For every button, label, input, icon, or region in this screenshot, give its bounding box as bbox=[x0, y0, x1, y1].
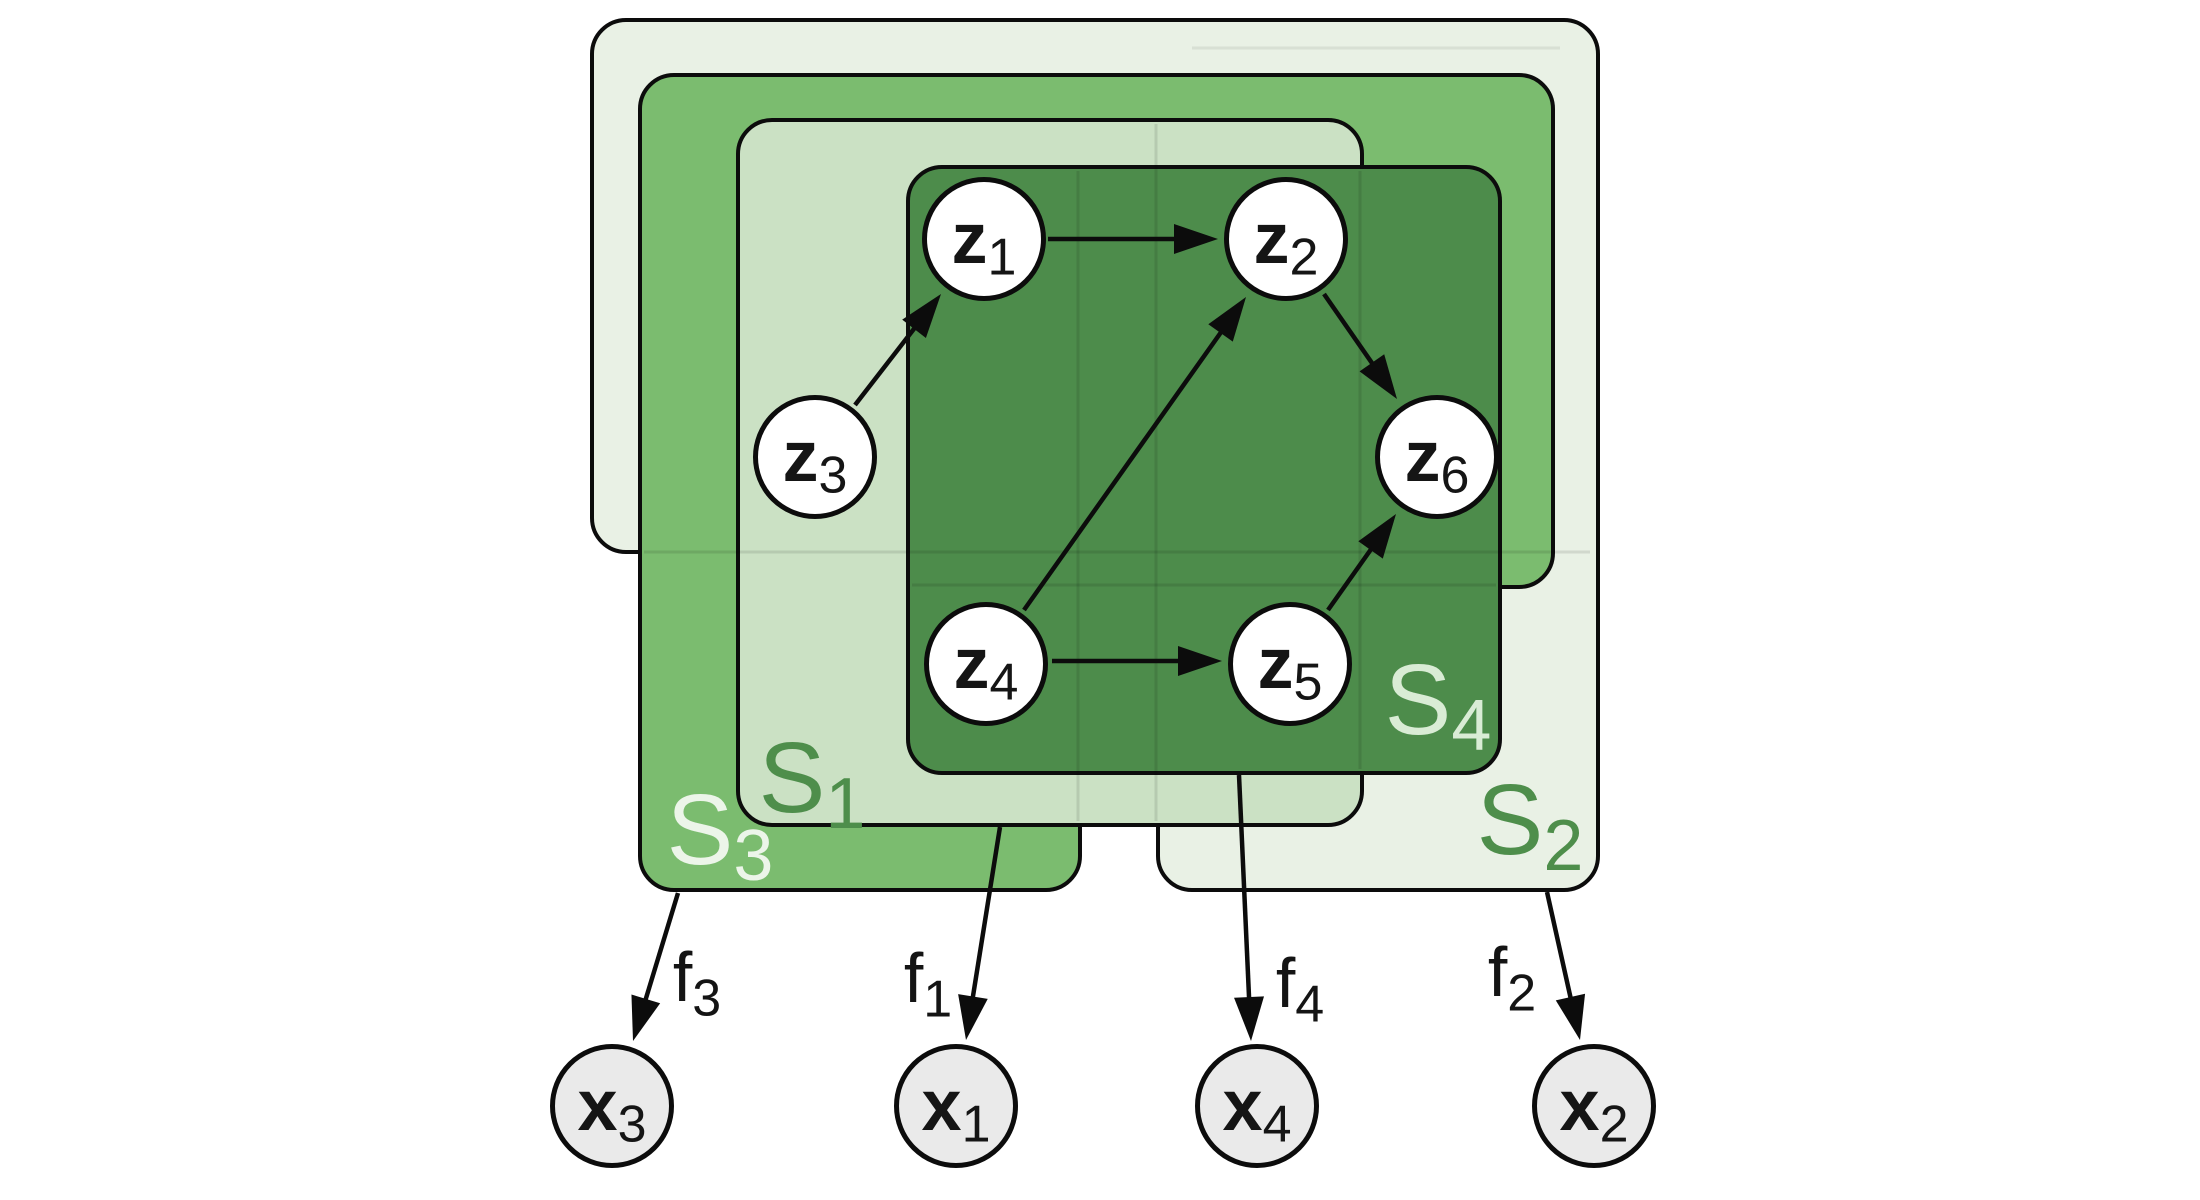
label-subscript: 3 bbox=[692, 969, 722, 1028]
node-label-z1: z1 bbox=[952, 203, 1017, 283]
edge-S1-x1 bbox=[958, 826, 1003, 1040]
edge-z1-z2 bbox=[1048, 224, 1218, 254]
edge-z4-z2 bbox=[1022, 297, 1246, 612]
node-label-z4: z4 bbox=[954, 628, 1019, 708]
edge-z5-z6 bbox=[1326, 514, 1396, 612]
decoder-label-f3: f3 bbox=[673, 942, 721, 1025]
support-region-S4 bbox=[906, 165, 1502, 775]
latent-node-z2: z2 bbox=[1224, 177, 1348, 301]
arrowhead-icon bbox=[1234, 996, 1265, 1041]
label-letter: S bbox=[1384, 644, 1452, 756]
label-subscript: 3 bbox=[733, 815, 774, 896]
node-letter: x bbox=[577, 1066, 618, 1146]
label-letter: f bbox=[903, 939, 924, 1017]
latent-node-z6: z6 bbox=[1375, 395, 1499, 519]
arrowhead-icon bbox=[1208, 297, 1246, 342]
node-label-x2: x2 bbox=[1560, 1070, 1629, 1150]
node-letter: z bbox=[782, 417, 819, 497]
arrowhead-icon bbox=[958, 994, 988, 1040]
support-set-label-S1: S1 bbox=[759, 728, 866, 840]
label-letter: S bbox=[1476, 764, 1544, 876]
node-label-z6: z6 bbox=[1405, 421, 1470, 501]
edge-z2-z6 bbox=[1322, 292, 1397, 399]
label-subscript: 1 bbox=[923, 970, 953, 1029]
node-subscript: 2 bbox=[1599, 1095, 1629, 1154]
latent-node-z1: z1 bbox=[922, 177, 1046, 301]
label-subscript: 4 bbox=[1451, 685, 1492, 766]
label-letter: f bbox=[1275, 944, 1296, 1022]
node-label-x1: x1 bbox=[922, 1070, 991, 1150]
node-letter: z bbox=[953, 624, 990, 704]
latent-node-z5: z5 bbox=[1228, 602, 1352, 726]
decoder-label-f4: f4 bbox=[1276, 948, 1324, 1031]
node-letter: x bbox=[921, 1066, 962, 1146]
arrowhead-icon bbox=[1359, 354, 1397, 399]
node-subscript: 6 bbox=[1440, 446, 1470, 505]
latent-node-z4: z4 bbox=[924, 602, 1048, 726]
node-label-x4: x4 bbox=[1223, 1070, 1292, 1150]
observed-node-x3: x3 bbox=[550, 1044, 674, 1168]
observed-node-x4: x4 bbox=[1195, 1044, 1319, 1168]
node-label-z5: z5 bbox=[1258, 628, 1323, 708]
latent-node-z3: z3 bbox=[753, 395, 877, 519]
support-set-label-S4: S4 bbox=[1385, 650, 1492, 762]
arrowhead-icon bbox=[1358, 514, 1396, 559]
decoder-label-f2: f2 bbox=[1488, 937, 1536, 1020]
arrowhead-icon bbox=[1555, 993, 1586, 1040]
node-letter: x bbox=[1222, 1066, 1263, 1146]
label-subscript: 2 bbox=[1507, 964, 1537, 1023]
label-letter: S bbox=[666, 774, 734, 886]
node-label-z3: z3 bbox=[783, 421, 848, 501]
node-subscript: 4 bbox=[1262, 1095, 1292, 1154]
edge-S3-x3 bbox=[631, 892, 681, 1041]
arrowhead-icon bbox=[631, 994, 661, 1041]
support-set-label-S3: S3 bbox=[667, 780, 774, 892]
node-subscript: 1 bbox=[961, 1095, 991, 1154]
node-letter: z bbox=[951, 199, 988, 279]
node-letter: x bbox=[1559, 1066, 1600, 1146]
label-subscript: 4 bbox=[1295, 975, 1325, 1034]
observed-node-x1: x1 bbox=[894, 1044, 1018, 1168]
observed-node-x2: x2 bbox=[1532, 1044, 1656, 1168]
edge-z4-z5 bbox=[1052, 646, 1222, 676]
label-letter: f bbox=[672, 938, 693, 1016]
arrowhead-icon bbox=[1174, 224, 1218, 254]
label-subscript: 1 bbox=[825, 763, 866, 844]
node-label-z2: z2 bbox=[1254, 203, 1319, 283]
node-letter: z bbox=[1404, 417, 1441, 497]
node-letter: z bbox=[1257, 624, 1294, 704]
node-letter: z bbox=[1253, 199, 1290, 279]
node-label-x3: x3 bbox=[578, 1070, 647, 1150]
node-subscript: 2 bbox=[1289, 228, 1319, 287]
edge-S4-x4 bbox=[1234, 774, 1265, 1041]
node-subscript: 5 bbox=[1293, 653, 1323, 712]
edge-z3-z1 bbox=[853, 294, 941, 407]
arrowhead-icon bbox=[1178, 646, 1222, 676]
node-subscript: 4 bbox=[989, 653, 1019, 712]
decoder-label-f1: f1 bbox=[904, 943, 952, 1026]
edge-S2-x2 bbox=[1544, 891, 1586, 1040]
label-subscript: 2 bbox=[1543, 805, 1584, 886]
label-letter: S bbox=[758, 722, 826, 834]
node-subscript: 1 bbox=[987, 228, 1017, 287]
label-letter: f bbox=[1487, 933, 1508, 1011]
arrowhead-icon bbox=[902, 294, 941, 338]
node-subscript: 3 bbox=[818, 446, 848, 505]
node-subscript: 3 bbox=[617, 1095, 647, 1154]
support-set-label-S2: S2 bbox=[1477, 770, 1584, 882]
